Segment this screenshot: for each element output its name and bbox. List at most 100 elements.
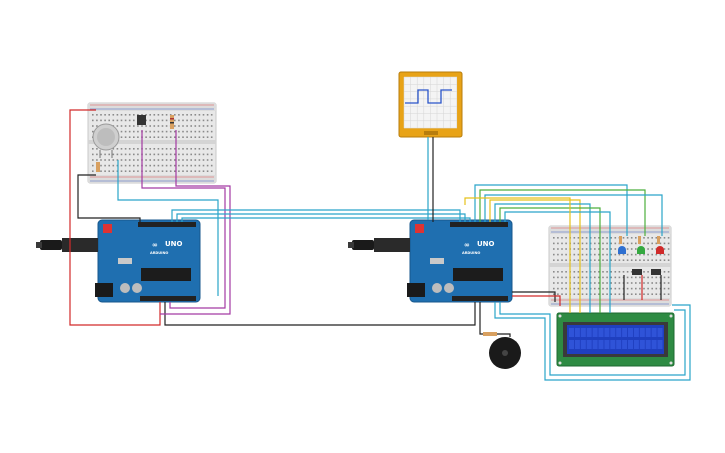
breadboard-hole: [128, 170, 131, 172]
breadboard-hole: [112, 170, 115, 172]
breadboard-hole: [630, 287, 633, 290]
breadboard-hole: [198, 136, 201, 138]
breadboard-hole: [598, 253, 600, 256]
breadboard-hole: [635, 248, 637, 250]
breadboard-hole: [112, 148, 115, 150]
lcd-cell: [628, 340, 633, 349]
arduino-left-model-label: UNO: [165, 240, 183, 248]
breadboard-hole: [161, 148, 164, 150]
push-button-2[interactable]: [651, 269, 661, 275]
breadboard-hole: [161, 136, 164, 138]
breadboard-hole: [182, 114, 184, 116]
breadboard-hole: [194, 114, 197, 116]
breadboard-hole: [630, 293, 633, 295]
lcd-cell: [574, 340, 580, 349]
breadboard-hole: [133, 114, 135, 116]
led-red[interactable]: [656, 236, 664, 254]
arduino-uno-left[interactable]: ∞ UNO ARDUINO: [36, 219, 201, 303]
breadboard-hole: [174, 125, 176, 127]
breadboard-hole: [589, 271, 592, 273]
breadboard-hole: [174, 170, 176, 172]
breadboard-hole: [639, 287, 641, 290]
breadboard-hole: [165, 164, 168, 167]
breadboard-hole: [133, 136, 135, 138]
breadboard-hole: [182, 159, 184, 161]
oscilloscope[interactable]: [398, 71, 463, 138]
breadboard-hole: [174, 159, 176, 161]
breadboard-hole: [622, 237, 625, 239]
breadboard-left[interactable]: [87, 102, 217, 184]
gas-sensor[interactable]: [92, 123, 120, 158]
led-green[interactable]: [637, 236, 645, 254]
breadboard-hole: [557, 237, 559, 239]
breadboard-hole: [589, 293, 592, 295]
breadboard-hole: [561, 242, 563, 245]
breadboard-hole: [137, 153, 139, 156]
lcd-cell: [657, 340, 663, 349]
breadboard-hole: [116, 164, 119, 167]
breadboard-hole: [651, 276, 653, 279]
breadboard-hole: [585, 242, 588, 245]
breadboard-hole: [104, 164, 106, 167]
breadboard-hole: [585, 259, 588, 261]
breadboard-hole: [133, 164, 135, 167]
breadboard-hole: [663, 293, 666, 295]
breadboard-hole: [210, 170, 213, 172]
breadboard-hole: [639, 282, 641, 284]
breadboard-hole: [659, 293, 662, 295]
breadboard-hole: [92, 153, 94, 156]
breadboard-hole: [194, 130, 197, 133]
breadboard-hole: [210, 148, 213, 150]
breadboard-hole: [581, 259, 584, 261]
breadboard-hole: [128, 164, 131, 167]
breadboard-hole: [573, 259, 576, 261]
breadboard-hole: [606, 276, 608, 279]
breadboard-hole: [137, 164, 139, 167]
breadboard-hole: [169, 114, 172, 116]
breadboard-hole: [651, 293, 653, 295]
breadboard-hole: [635, 282, 637, 284]
breadboard-hole: [594, 282, 596, 284]
push-button-1[interactable]: [632, 269, 642, 275]
breadboard-hole: [602, 287, 604, 290]
breadboard-hole: [585, 287, 588, 290]
breadboard-hole: [626, 248, 629, 250]
breadboard-hole: [116, 119, 119, 122]
breadboard-hole: [92, 130, 94, 133]
breadboard-hole: [145, 153, 147, 156]
breadboard-hole: [667, 253, 670, 256]
breadboard-hole: [116, 125, 119, 127]
led-blue[interactable]: [618, 236, 626, 254]
breadboard-hole: [602, 282, 604, 284]
breadboard-hole: [635, 276, 637, 279]
breadboard-hole: [553, 271, 555, 273]
lcd-cell: [616, 328, 622, 337]
breadboard-hole: [667, 276, 670, 279]
breadboard-hole: [149, 170, 151, 172]
breadboard-hole: [557, 282, 559, 284]
breadboard-hole: [614, 248, 617, 250]
breadboard-hole: [565, 237, 567, 239]
breadboard-hole: [198, 148, 201, 150]
piezo-buzzer[interactable]: [489, 337, 521, 369]
breadboard-hole: [667, 271, 670, 273]
breadboard-hole: [655, 259, 658, 261]
breadboard-hole: [655, 276, 658, 279]
breadboard-hole: [161, 164, 164, 167]
breadboard-hole: [141, 125, 143, 127]
breadboard-hole: [651, 282, 653, 284]
breadboard-hole: [667, 259, 670, 261]
breadboard-hole: [667, 237, 670, 239]
breadboard-hole: [663, 253, 666, 256]
breadboard-hole: [153, 130, 156, 133]
breadboard-hole: [128, 148, 131, 150]
breadboard-hole: [92, 159, 94, 161]
breadboard-hole: [128, 130, 131, 133]
breadboard-hole: [594, 248, 596, 250]
breadboard-hole: [182, 119, 184, 122]
breadboard-hole: [202, 125, 205, 127]
breadboard-hole: [116, 114, 119, 116]
breadboard-hole: [190, 136, 192, 138]
lcd-display[interactable]: [556, 312, 675, 367]
arduino-uno-right[interactable]: ∞ UNO ARDUINO: [348, 219, 513, 303]
